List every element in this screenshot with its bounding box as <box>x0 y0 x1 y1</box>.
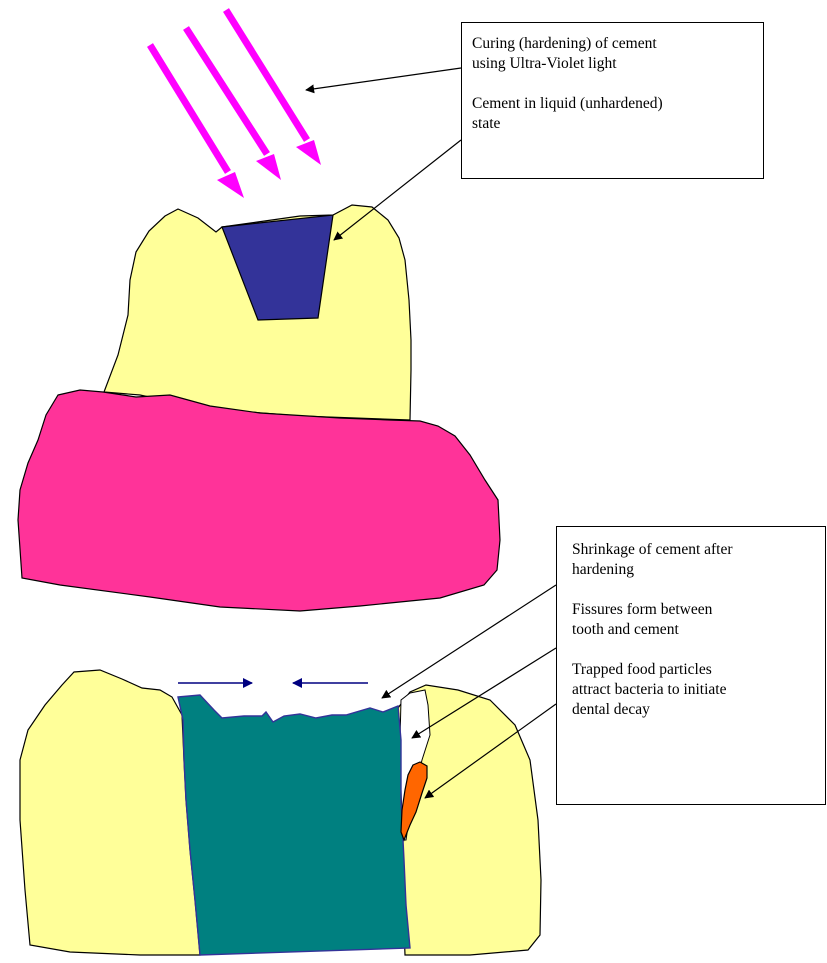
uv-light-arrow-icon <box>150 10 321 198</box>
uv-ray-1 <box>150 45 228 172</box>
callout-fissures-text: Fissures form between tooth and cement <box>572 600 815 640</box>
callout-decay-text: Trapped food particles attract bacteria … <box>572 660 815 720</box>
callout-liquid-cement-text: Cement in liquid (unhardened) state <box>472 94 753 134</box>
pointer-uv-light <box>306 68 461 90</box>
uv-ray-2 <box>186 28 267 154</box>
hardened-cement <box>178 695 410 955</box>
uv-ray-2-head <box>256 154 281 180</box>
uv-ray-3-head <box>296 140 321 165</box>
callout-shrinkage: Shrinkage of cement after hardening Fiss… <box>556 526 826 805</box>
pointer-liquid-cement <box>334 140 461 240</box>
callout-shrinkage-text: Shrinkage of cement after hardening <box>572 540 815 580</box>
callout-curing: Curing (hardening) of cement using Ultra… <box>461 22 764 179</box>
gum-upper <box>18 390 500 611</box>
callout-curing-text: Curing (hardening) of cement using Ultra… <box>472 34 753 74</box>
tooth-left-lower <box>20 670 200 955</box>
pointer-shrinkage <box>382 585 556 698</box>
uv-ray-3 <box>226 10 307 140</box>
uv-ray-1-head <box>217 172 244 198</box>
